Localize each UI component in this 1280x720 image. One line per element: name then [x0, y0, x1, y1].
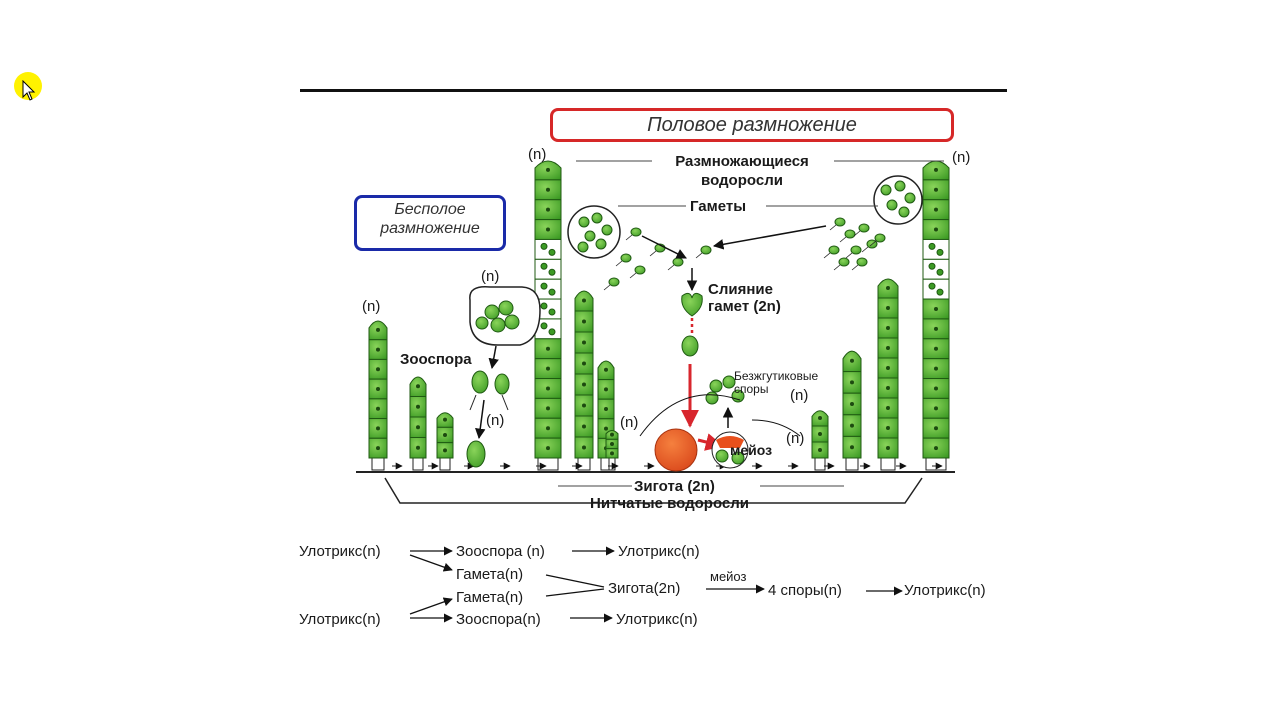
- gamete: [672, 257, 684, 267]
- gamete: [630, 227, 642, 237]
- scheme-ulothrix-1: Улотрикс(n): [299, 543, 381, 560]
- gamete: [620, 253, 632, 263]
- haploid-mark: (n): [786, 430, 805, 447]
- algae-filament: [811, 410, 829, 471]
- fused-gamete: [681, 292, 703, 357]
- gamete: [700, 245, 712, 255]
- filamentous-algae-label: Нитчатые водоросли: [590, 495, 750, 512]
- scheme-zygote: Зигота(2n): [608, 580, 681, 597]
- gamete: [874, 233, 886, 243]
- gamete: [634, 265, 646, 275]
- zygote-cell: [654, 428, 698, 472]
- haploid-mark: (n): [790, 387, 809, 404]
- scheme-zoospore-1: Зооспора (n): [456, 543, 545, 560]
- filamentous-bracket: [384, 477, 923, 504]
- haploid-mark: (n): [528, 146, 547, 163]
- zoospore-settle-arrow: [475, 399, 486, 440]
- reproducing-algae-label: Размножающиеся водоросли: [675, 153, 809, 189]
- scheme-zoospore-2: Зооспора(n): [456, 611, 541, 628]
- algae-filament: [534, 160, 562, 471]
- algae-filament: [574, 290, 594, 471]
- gamete: [834, 217, 846, 227]
- algae-filament: [436, 412, 454, 471]
- aplanospores-label: Безжгутиковые споры: [734, 369, 819, 396]
- scheme-ulothrix-2: Улотрикс(n): [618, 543, 700, 560]
- zoosporangium: [469, 286, 541, 346]
- gametangium-left: [567, 205, 621, 259]
- haploid-mark: (n): [620, 414, 639, 431]
- gamete: [850, 245, 862, 255]
- gametangium-right: [873, 175, 923, 225]
- mouse-pointer-icon: [22, 80, 36, 101]
- algae-filament: [842, 350, 862, 471]
- gametes-label: Гаметы: [690, 198, 747, 215]
- scheme-spores: 4 споры(n): [768, 582, 842, 599]
- sexual-reproduction-title: Половое размножение: [550, 108, 954, 142]
- zygote-label: Зигота (2n): [634, 478, 715, 495]
- algae-filament: [877, 278, 899, 471]
- haploid-mark: (n): [486, 412, 505, 429]
- zoospores: [466, 370, 510, 468]
- gamete: [838, 257, 850, 267]
- sexual-reproduction-label: Половое размножение: [647, 114, 857, 136]
- scheme-ulothrix-3: Улотрикс(n): [299, 611, 381, 628]
- algae-filament: [409, 376, 427, 471]
- top-rule: [300, 89, 1007, 92]
- algae-filament: [922, 160, 950, 471]
- asexual-reproduction-label: Бесполое размножение: [380, 201, 480, 237]
- scheme-arrows: [409, 546, 903, 623]
- scheme-ulothrix-4: Улотрикс(n): [616, 611, 698, 628]
- algae-filaments: [368, 160, 950, 471]
- haploid-mark: (n): [952, 149, 971, 166]
- free-gametes: [603, 217, 886, 291]
- scheme-gamete-2: Гамета(n): [456, 589, 524, 606]
- scheme-gamete-1: Гамета(n): [456, 566, 524, 583]
- zoospore-release-arrow: [488, 345, 499, 370]
- scheme-result: Улотрикс(n): [904, 582, 986, 599]
- asexual-reproduction-title: Бесполое размножение: [354, 195, 506, 251]
- gamete: [844, 229, 856, 239]
- haploid-mark: (n): [481, 268, 500, 285]
- gamete: [858, 223, 870, 233]
- gamete: [608, 277, 620, 287]
- gamete: [828, 245, 840, 255]
- zoospore-label: Зооспора: [400, 351, 472, 368]
- algae-filament: [368, 320, 388, 471]
- meiosis-cell: [711, 431, 749, 469]
- fusion-label: Слияние гамет (2n): [708, 281, 781, 315]
- gamete: [856, 257, 868, 267]
- scheme-meiosis: мейоз: [710, 569, 747, 584]
- meiosis-label: мейоз: [730, 442, 773, 458]
- haploid-mark: (n): [362, 298, 381, 315]
